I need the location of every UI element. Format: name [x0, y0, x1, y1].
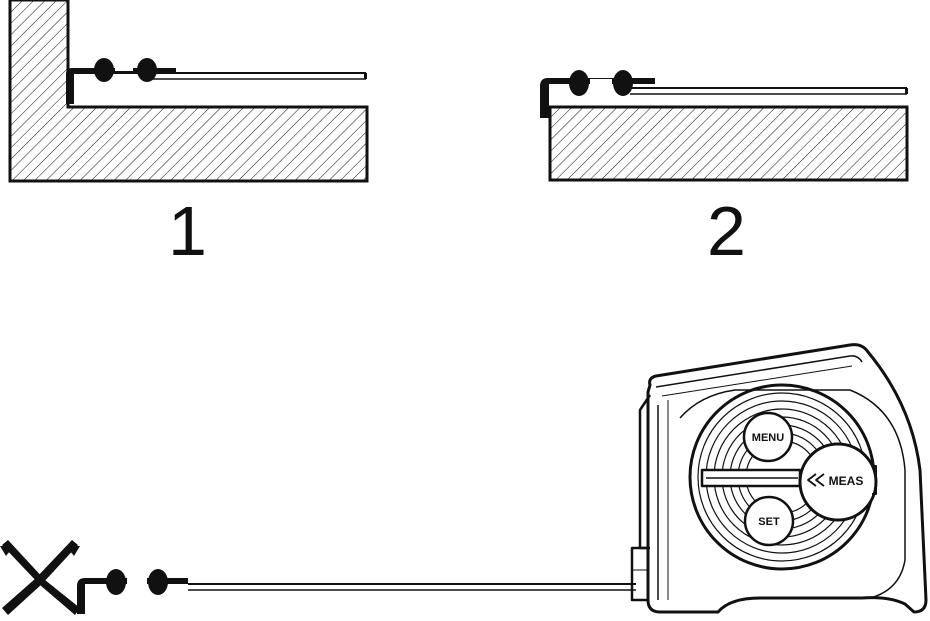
laser-tape-measure-device: MENU MEAS SET [630, 343, 928, 614]
double-chevron-left-icon [807, 473, 825, 487]
panel-2-outside-edge [540, 70, 909, 182]
rivet [613, 70, 633, 96]
step-number-2: 2 [707, 192, 746, 270]
set-button[interactable]: SET [743, 495, 795, 547]
tape-hook-2 [540, 70, 908, 118]
meas-button[interactable]: MEAS [798, 442, 878, 522]
meas-button-label: MEAS [829, 474, 864, 488]
rivet [569, 70, 589, 96]
rivet [148, 569, 168, 595]
menu-button[interactable]: MENU [742, 411, 794, 463]
rivet [106, 569, 126, 595]
rivet [137, 58, 157, 82]
tape-hook-3 [77, 569, 636, 614]
rivet [94, 58, 114, 82]
panel-1-inside-corner [8, 0, 369, 183]
menu-button-label: MENU [752, 432, 784, 444]
set-button-label: SET [758, 516, 780, 528]
cross-mark-icon [0, 540, 80, 615]
tape-hook-1 [66, 58, 367, 104]
flat-surface [548, 105, 909, 182]
panel-3-extended-tape: MENU MEAS SET [0, 343, 928, 615]
device-body [646, 343, 928, 614]
l-shaped-surface [8, 0, 369, 183]
step-number-1: 1 [168, 192, 207, 270]
